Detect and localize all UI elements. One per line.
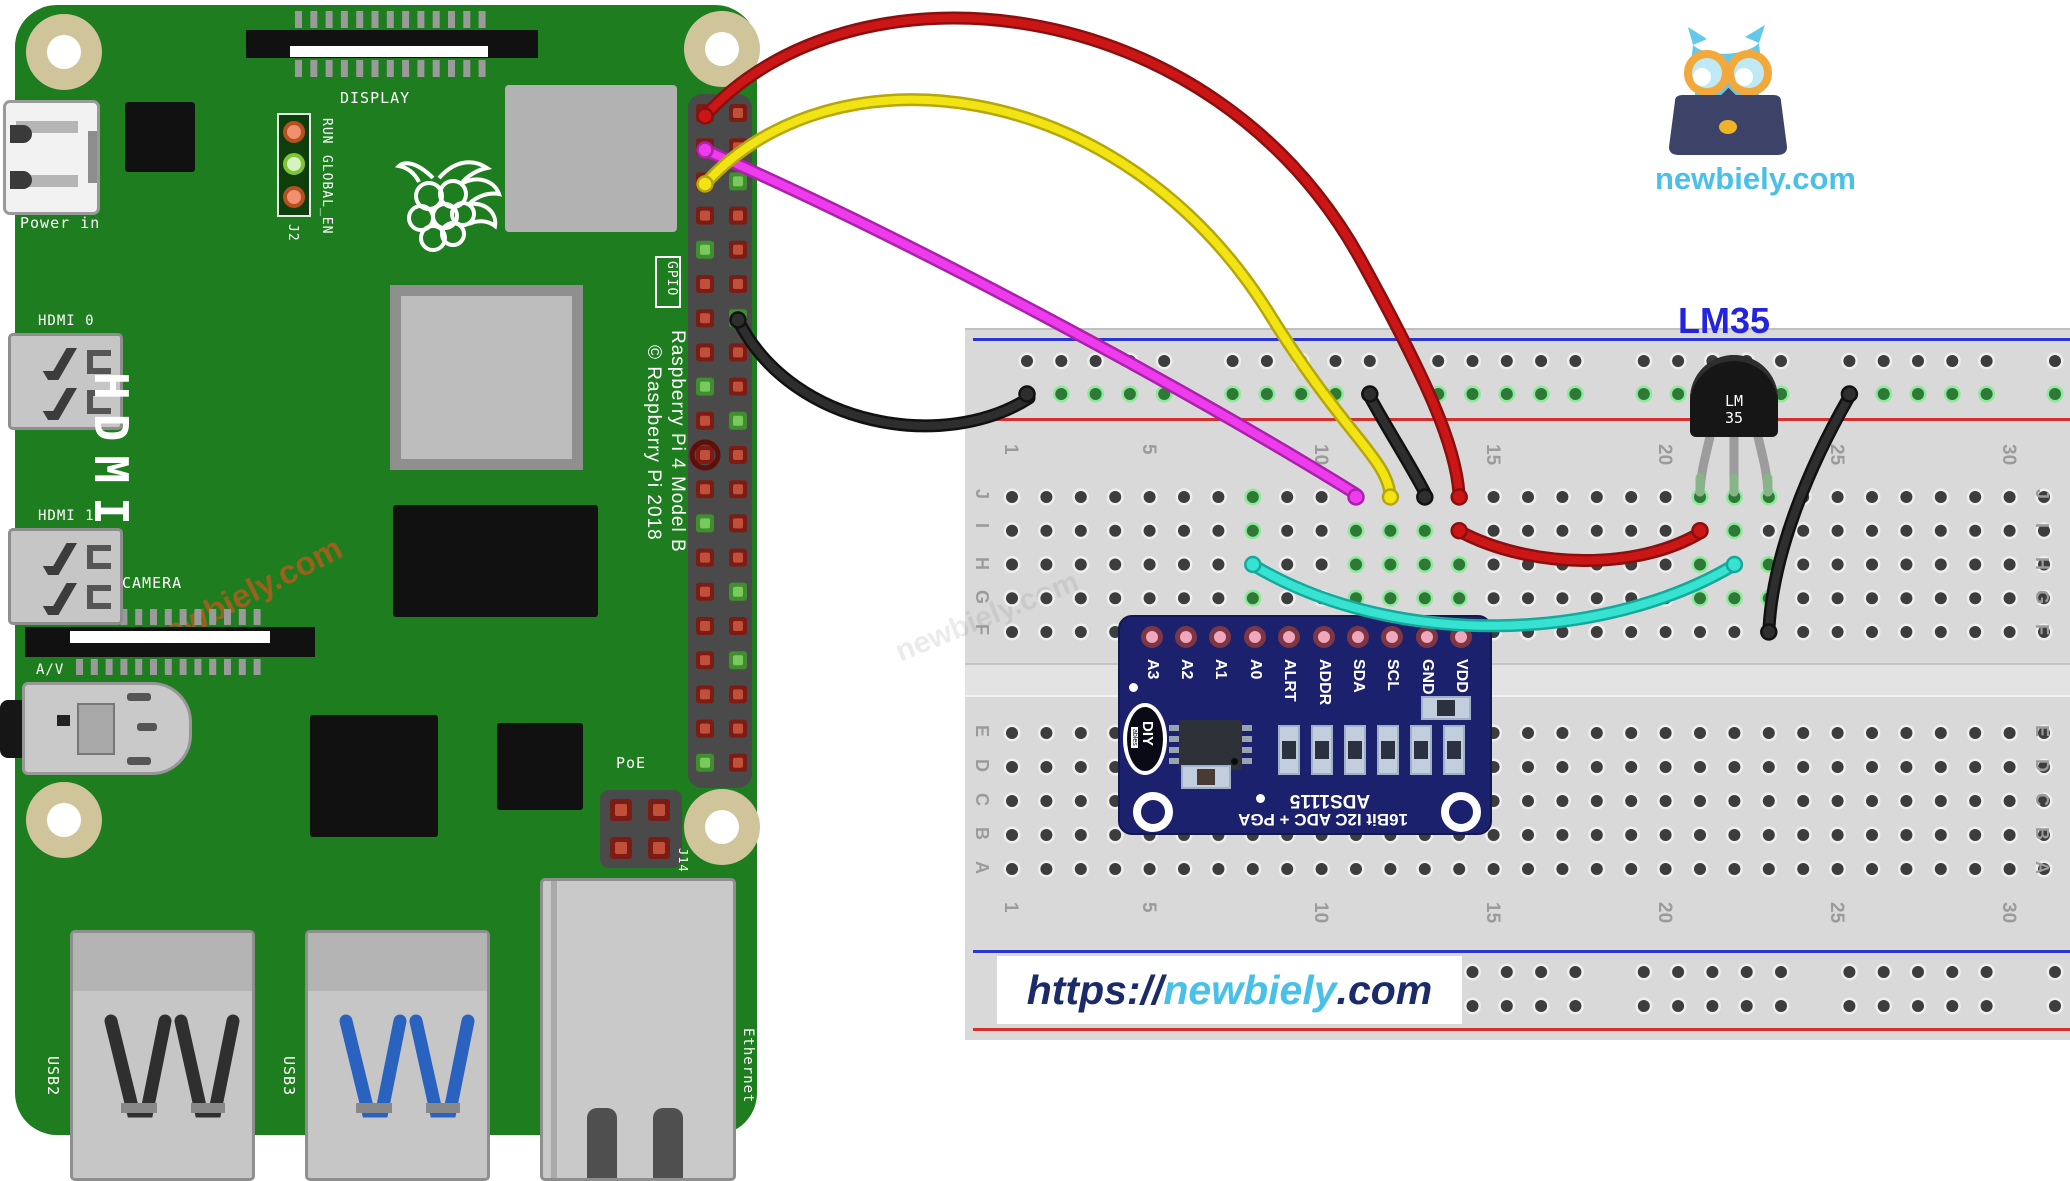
- wire-magenta-pi: [696, 141, 1365, 506]
- ads1115-module: DIY ables ADS1115 16Bit I2C ADC + PGA: [1118, 615, 1492, 835]
- module-mounting-hole: [1133, 792, 1173, 832]
- hdmi0-label: HDMI 0: [38, 313, 95, 329]
- chip: [125, 102, 195, 172]
- camera-label: CAMERA: [122, 574, 183, 592]
- wire-cyan-jumper: [1244, 555, 1744, 633]
- diyables-logo: DIY ables: [1122, 701, 1170, 779]
- av-label: A/V: [36, 662, 65, 678]
- av-jack-barrel: [0, 700, 24, 758]
- module-pin-a1: [1209, 626, 1232, 648]
- mounting-hole: [684, 789, 760, 865]
- display-connector-pins: [76, 11, 486, 675]
- newbiely-logo: newbiely.com: [1655, 15, 1856, 200]
- logo-text: newbiely.com: [1655, 161, 1856, 196]
- wire-red-jumper: [1450, 521, 1709, 567]
- top-rail-blue-line: [973, 338, 2070, 341]
- wire-black-pi: [729, 311, 1036, 433]
- power-in-label: Power in: [20, 214, 101, 232]
- gpio-label-box: GPIO: [655, 256, 681, 308]
- module-silk-dot: [1256, 794, 1265, 803]
- raspberry-pi-logo: [394, 160, 502, 252]
- smd-resistor: [1443, 725, 1465, 775]
- url-domain: newbiely: [1163, 966, 1337, 1013]
- wire-yellow-pi: [696, 93, 1400, 506]
- bottom-rail-blue-line: [973, 950, 2070, 953]
- module-pin-sda: [1347, 626, 1369, 648]
- chip: [310, 715, 438, 837]
- metal-shield: [505, 85, 677, 232]
- module-pin-gnd: [1415, 626, 1438, 648]
- led-global-en: [283, 153, 305, 175]
- smd-resistor: [1278, 725, 1300, 775]
- led-run: [283, 121, 305, 143]
- module-pin-alrt: [1278, 626, 1301, 648]
- owl-laptop-icon: [1669, 25, 1787, 155]
- lm35-label: LM35: [1678, 300, 1771, 341]
- module-pin-addr: [1312, 626, 1335, 648]
- smd-resistor: [1421, 696, 1471, 720]
- smd-resistor: [1344, 725, 1366, 775]
- top-rail-red-line: [973, 418, 2070, 421]
- wire-black-short: [1361, 385, 1434, 506]
- ethernet-port: [540, 878, 736, 1181]
- hdmi1-port: [8, 528, 123, 625]
- usb3-port: [305, 930, 490, 1181]
- module-pin-a0: [1243, 626, 1266, 648]
- wire-black-lm35: [1760, 385, 1859, 641]
- url-prefix: https://: [1026, 966, 1164, 1013]
- chip: [393, 505, 598, 617]
- hdmi0-port: [8, 333, 123, 430]
- display-label: DISPLAY: [340, 89, 411, 107]
- smd-resistor: [1410, 725, 1432, 775]
- soc-chip: [390, 285, 583, 470]
- usb2-port: [70, 930, 255, 1181]
- mounting-hole: [26, 14, 102, 90]
- url-suffix: .com: [1336, 966, 1433, 1013]
- led-pg: [283, 186, 305, 208]
- pin1-dot: [1129, 683, 1138, 692]
- adc-ic-chip: [1179, 720, 1242, 770]
- module-pin-a2: [1175, 626, 1197, 648]
- hdmi1-label: HDMI 1: [38, 508, 95, 524]
- wire-red-pi: [696, 11, 1468, 506]
- module-pin-scl: [1381, 626, 1404, 648]
- module-pin-a3: [1140, 626, 1163, 648]
- ic-pins: [1169, 725, 1252, 764]
- mounting-hole: [26, 782, 102, 858]
- module-mounting-hole: [1441, 792, 1481, 832]
- smd-resistor: [1377, 725, 1399, 775]
- smd-resistor: [1181, 765, 1231, 789]
- url-banner: https://newbiely.com: [997, 956, 1462, 1024]
- display-connector-stripe: [290, 46, 488, 57]
- chip: [497, 723, 583, 810]
- smd-resistor: [1311, 725, 1333, 775]
- camera-connector-stripe: [70, 631, 270, 643]
- bottom-rail-red-line: [973, 1028, 2070, 1031]
- power-in-port: [3, 100, 100, 215]
- av-jack-body: [22, 682, 192, 775]
- poe-label: PoE: [616, 754, 647, 772]
